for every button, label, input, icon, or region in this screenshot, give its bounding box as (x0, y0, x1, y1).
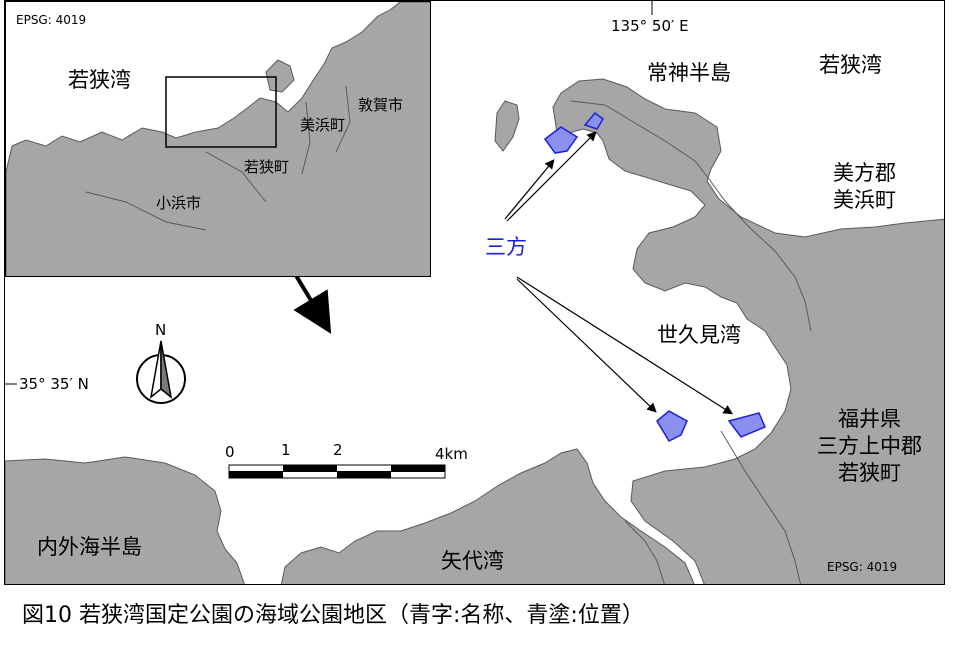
inset-map: EPSG: 4019 若狭湾 美浜町 敦賀市 若狭町 小浜市 (5, 1, 431, 277)
arrow-to-area-2 (506, 131, 597, 222)
sekumi-bay-label: 世久見湾 (657, 323, 741, 347)
inset-wakasa-label: 若狭町 (244, 158, 290, 176)
land-uchitomi-peninsula (5, 456, 245, 584)
uchitomi-peninsula-label: 内外海半島 (37, 535, 142, 559)
inset-extent-box (165, 76, 277, 148)
fukui-ken-line: 福井県 (838, 407, 901, 431)
longitude-label: 135° 50′ E (611, 17, 689, 35)
arrow-to-area-4 (516, 276, 734, 415)
mikata-gun-line: 美方郡 (833, 161, 896, 185)
scale-tick-2: 2 (333, 441, 343, 459)
joshin-ridge-line (570, 100, 812, 332)
map-frame: EPSG: 4019 若狭湾 美浜町 敦賀市 若狭町 小浜市 135° 50′ … (4, 0, 945, 585)
main-map (5, 1, 944, 584)
epsg-bottom-label: EPSG: 4019 (827, 560, 898, 574)
scale-tick-0: 0 (225, 443, 235, 461)
inset-epsg-label: EPSG: 4019 (16, 13, 87, 27)
inset-svg (6, 2, 430, 276)
land-south (280, 448, 695, 584)
mihama-line: 美浜町 (833, 188, 896, 212)
inset-obama-label: 小浜市 (156, 194, 202, 212)
scale-bar (228, 464, 446, 479)
land-joshin-peninsula (552, 78, 944, 584)
mikata-area-label: 三方 (485, 235, 527, 259)
inset-mihama-label: 美浜町 (300, 116, 346, 134)
scale-tick-4km: 4km (435, 445, 468, 463)
boundary-line (720, 430, 802, 584)
boundary-line-2 (624, 520, 665, 584)
arrow-to-area-3 (516, 278, 657, 413)
inset-land-north (265, 59, 295, 93)
mikatakaminaka-gun-line: 三方上中郡 (817, 434, 922, 458)
wakasa-cho-line: 若狭町 (838, 461, 901, 485)
inset-tsuruga-label: 敦賀市 (358, 96, 404, 114)
scale-tick-1: 1 (281, 441, 291, 459)
marine-park-area-3 (656, 410, 688, 442)
latitude-label: 35° 35′ N (19, 375, 89, 393)
arrow-to-area-1 (504, 159, 555, 220)
fukui-wakasa-label: 福井県 三方上中郡 若狭町 (817, 409, 922, 484)
inset-land (6, 2, 430, 276)
north-label: N (155, 321, 167, 339)
yashiro-bay-label: 矢代湾 (441, 549, 504, 573)
marine-park-area-4 (727, 412, 766, 438)
figure-caption: 図10 若狭湾国定公園の海域公園地区（青字:名称、青塗:位置） (22, 603, 644, 628)
joshin-peninsula-label: 常神半島 (647, 61, 731, 85)
mikata-mihama-label: 美方郡 美浜町 (833, 163, 896, 211)
wakasa-bay-label: 若狭湾 (819, 53, 882, 77)
north-arrow-icon (136, 340, 186, 404)
inset-boundaries (85, 85, 351, 231)
marine-park-area-1 (543, 126, 579, 154)
marine-park-area-2 (583, 111, 604, 130)
island-small (494, 100, 520, 152)
inset-bay-label: 若狭湾 (68, 68, 131, 92)
